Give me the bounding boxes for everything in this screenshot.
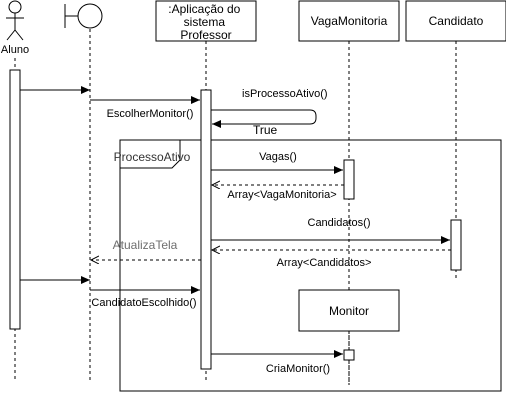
participant-system: :Aplicação do sistema Professor: [155, 0, 257, 42]
array-candidatos-label: Array<Candidatos>: [277, 257, 372, 269]
participant-monitor: Monitor: [298, 289, 400, 332]
boundary-icon: [64, 3, 103, 29]
fragment-frame: ProcessoAtivo: [114, 139, 502, 392]
activation-aluno: [9, 69, 21, 330]
cria-monitor-label: CriaMonitor(): [266, 363, 330, 375]
activation-system: [200, 89, 212, 370]
atualiza-tela-label: AtualizaTela: [113, 238, 178, 252]
system-label-line-1: :Aplicação do: [168, 2, 240, 16]
candidato-escolhido-label: CandidatoEscolhido(): [91, 297, 196, 309]
lifelines: [14, 29, 457, 385]
fragment-label: ProcessoAtivo: [114, 150, 191, 164]
escolher-monitor-label: EscolherMonitor(): [107, 108, 194, 120]
participant-candidato: Candidato: [405, 0, 506, 42]
actor-icon: [6, 0, 24, 41]
activation-vaga: [343, 159, 355, 200]
vagas-label: Vagas(): [259, 151, 297, 163]
svg-text::Aplicação do sistema: :Aplicação do sistema Professor: [168, 2, 243, 42]
system-label-line-2: sistema: [184, 15, 226, 29]
candidato-label: Candidato: [429, 14, 484, 28]
array-vaga-label: Array<VagaMonitoria>: [227, 189, 336, 201]
monitor-label: Monitor: [329, 304, 369, 318]
message-is-processo-ativo: [211, 109, 317, 128]
candidatos-label: Candidatos(): [308, 217, 371, 229]
participant-vaga-monitoria: VagaMonitoria: [298, 0, 400, 42]
activation-monitor: [343, 349, 355, 361]
true-reply-label: True: [253, 123, 278, 137]
vaga-monitoria-label: VagaMonitoria: [311, 14, 388, 28]
is-processo-ativo-label: isProcessoAtivo(): [242, 88, 328, 100]
activation-candidato: [450, 219, 462, 271]
system-label-line-3: Professor: [180, 28, 231, 42]
actor-label: Aluno: [1, 44, 29, 56]
